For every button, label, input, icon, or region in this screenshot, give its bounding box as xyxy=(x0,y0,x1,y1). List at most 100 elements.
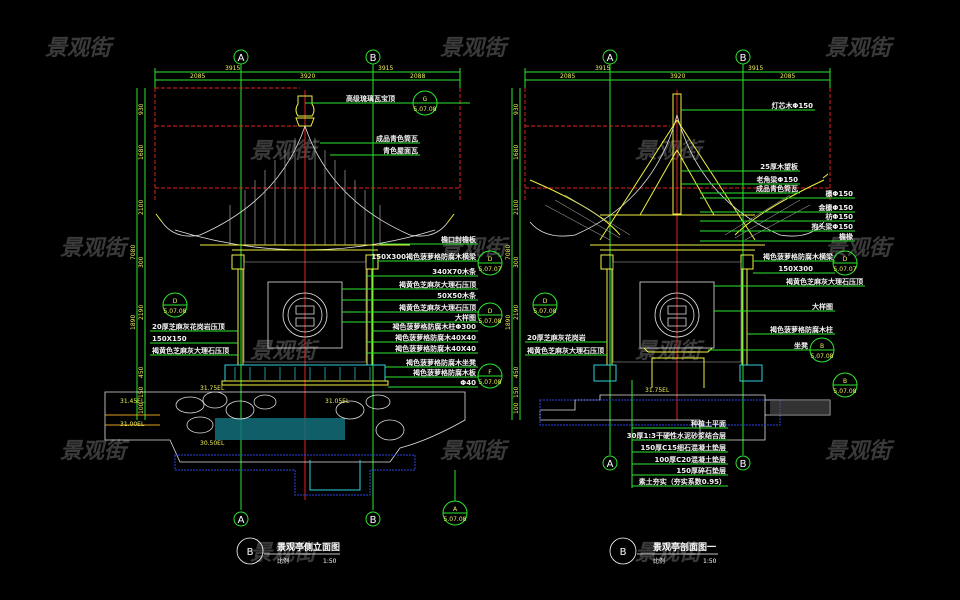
annotation-label: 青色屋面瓦 xyxy=(383,146,418,155)
title-symbol: B xyxy=(620,547,627,558)
dim-vertical: 7080 xyxy=(505,245,512,260)
dim-vertical: 300 xyxy=(513,256,520,268)
axis-bubble-a xyxy=(602,49,618,65)
watermark: 景观街 xyxy=(60,439,130,464)
watermark: 景观街 xyxy=(440,36,510,61)
ground-layer-label: 100厚C20混凝土垫层 xyxy=(655,455,727,464)
dim-second: 2085 xyxy=(190,73,205,80)
ground-layer-label: 素土夯实（夯实系数0.95） xyxy=(639,477,726,486)
level-mark: 31.00EL xyxy=(120,421,145,428)
dim-vertical: 150 xyxy=(513,386,520,398)
dim-top: 3915 xyxy=(748,65,763,72)
annotation-label: 150X300褐色菠萝格防腐木横梁 xyxy=(371,252,477,261)
axis-label: A xyxy=(607,459,614,470)
annotation-label: 褐色菠萝格防腐木40X40 xyxy=(394,344,476,353)
scale-value: 1:50 xyxy=(323,558,337,565)
level-mark: 31.45EL xyxy=(120,398,145,405)
annotation-label: 20厚芝麻灰花岗岩 xyxy=(527,333,586,342)
annotation-label: 坐凳 xyxy=(794,341,809,350)
scale-label: 比例 xyxy=(277,557,289,565)
annotation-label: 檩Φ150 xyxy=(825,189,853,198)
axis-bubble-b xyxy=(365,511,381,527)
drawing-title: 景观亭侧立面图 xyxy=(277,541,340,553)
dim-vertical: 930 xyxy=(138,103,145,115)
annotation-label: 檐椽 xyxy=(839,232,854,241)
annotation-label: 褐色菠萝格防腐木坐凳 xyxy=(405,358,477,367)
dim-second: 2088 xyxy=(410,73,425,80)
ground-layer-label: 30厚1:3干硬性水泥砂浆结合层 xyxy=(627,431,726,440)
annotation-label: 20厚芝麻灰花岗岩压顶 xyxy=(152,322,225,331)
axis-label: B xyxy=(740,53,747,64)
annotation-label: 褐黄色芝麻灰大理石压顶 xyxy=(398,303,476,312)
dim-vertical: 930 xyxy=(513,103,520,115)
detail-ref-id: F xyxy=(488,369,492,376)
detail-ref-id: D xyxy=(488,308,493,315)
axis-label: B xyxy=(370,515,377,526)
detail-ref-sheet: 5.07.08 xyxy=(534,308,557,315)
watermark: 景观街 xyxy=(825,236,895,261)
axis-label: A xyxy=(238,53,245,64)
annotation-label: 大样图 xyxy=(812,302,833,311)
dim-vertical: 1680 xyxy=(513,145,520,160)
dim-vertical: 7080 xyxy=(130,245,137,260)
detail-ref-sheet: 5.07.08 xyxy=(479,318,502,325)
annotation-label: 枋Φ150 xyxy=(825,212,853,221)
watermark: 景观街 xyxy=(825,439,895,464)
dim-top: 3915 xyxy=(595,65,610,72)
right-drawing-title: B 景观亭剖面图一 比例 1:50 xyxy=(609,537,718,565)
watermarks: 景观街 景观街 景观街 景观街 景观街 景观街 景观街 景观街 景观街 景观街 … xyxy=(45,36,895,566)
annotation-label: 高级琉璃瓦宝顶 xyxy=(346,94,395,103)
level-mark: 30.50EL xyxy=(200,440,225,447)
watermark: 景观街 xyxy=(635,139,705,164)
dim-top: 3915 xyxy=(225,65,240,72)
annotation-label: 褐黄色芝麻灰大理石压顶 xyxy=(151,346,229,355)
detail-ref-sheet: 5.07.08 xyxy=(414,106,437,113)
watermark: 景观街 xyxy=(825,36,895,61)
dim-vertical: 1680 xyxy=(138,145,145,160)
detail-ref-id: D xyxy=(843,256,848,263)
annotation-label: 老角梁Φ150 xyxy=(755,175,798,184)
detail-ref-sheet: 5.07.08 xyxy=(164,308,187,315)
dim-top: 3915 xyxy=(378,65,393,72)
annotation-label: 25厚木望板 xyxy=(760,162,799,171)
annotation-label: 大样图 xyxy=(455,313,476,322)
detail-ref-id: B xyxy=(820,343,824,350)
axis-label: B xyxy=(740,459,747,470)
ground-layer-label: 150厚碎石垫层 xyxy=(676,466,726,475)
dim-second: 2085 xyxy=(560,73,575,80)
annotation-label: 抱头梁Φ150 xyxy=(811,222,853,231)
dim-vertical: 2190 xyxy=(513,305,520,320)
annotation-label: 150X300 xyxy=(778,265,813,273)
ground-layer-label: 150厚C15细石混凝土垫层 xyxy=(641,443,727,452)
left-drawing-title: B 景观亭侧立面图 比例 1:50 xyxy=(236,537,340,565)
annotation-label: 褐色菠萝格防腐木柱Φ300 xyxy=(391,322,476,331)
annotation-label: 褐色菠萝格防腐木40X40 xyxy=(394,333,476,342)
annotation-label: 灯芯木Φ150 xyxy=(771,101,813,110)
scale-label: 比例 xyxy=(653,557,665,565)
watermark: 景观街 xyxy=(250,339,320,364)
watermark: 景观街 xyxy=(440,439,510,464)
dim-vertical: 1890 xyxy=(505,315,512,330)
dim-vertical: 450 xyxy=(138,366,145,378)
axis-bubble-b xyxy=(735,49,751,65)
dim-vertical: 1890 xyxy=(130,315,137,330)
left-annotations: 高级琉璃瓦宝顶 成品青色筒瓦 青色屋面瓦 檐口封檐板 150X300褐色菠萝格防… xyxy=(150,94,478,388)
detail-ref-id: A xyxy=(453,506,458,513)
annotation-label: 金檩Φ150 xyxy=(817,203,853,212)
watermark: 景观街 xyxy=(635,541,705,566)
level-mark: 31.75EL xyxy=(200,385,225,392)
annotation-label: Φ40 xyxy=(460,379,476,387)
watermark: 景观街 xyxy=(440,236,510,261)
detail-ref-sheet: 5.07.08 xyxy=(811,353,834,360)
right-detail-refs: D 5.07.07 D 5.07.08 B 5.07.08 B 5.07.08 xyxy=(532,250,858,398)
axis-bubble-a xyxy=(233,49,249,65)
scale-value: 1:50 xyxy=(703,558,717,565)
right-section: 3915 3915 2085 3920 2085 A B A B 930 168… xyxy=(505,49,865,565)
detail-ref-id: B xyxy=(843,378,847,385)
watermark: 景观街 xyxy=(45,36,115,61)
dim-vertical: 100 xyxy=(138,402,145,414)
axis-label: A xyxy=(607,53,614,64)
annotation-label: 褐黄色芝麻灰大理石压顶 xyxy=(526,346,604,355)
right-annotations: 灯芯木Φ150 25厚木望板 老角梁Φ150 成品青色筒瓦 檩Φ150 金檩Φ1… xyxy=(525,101,865,488)
